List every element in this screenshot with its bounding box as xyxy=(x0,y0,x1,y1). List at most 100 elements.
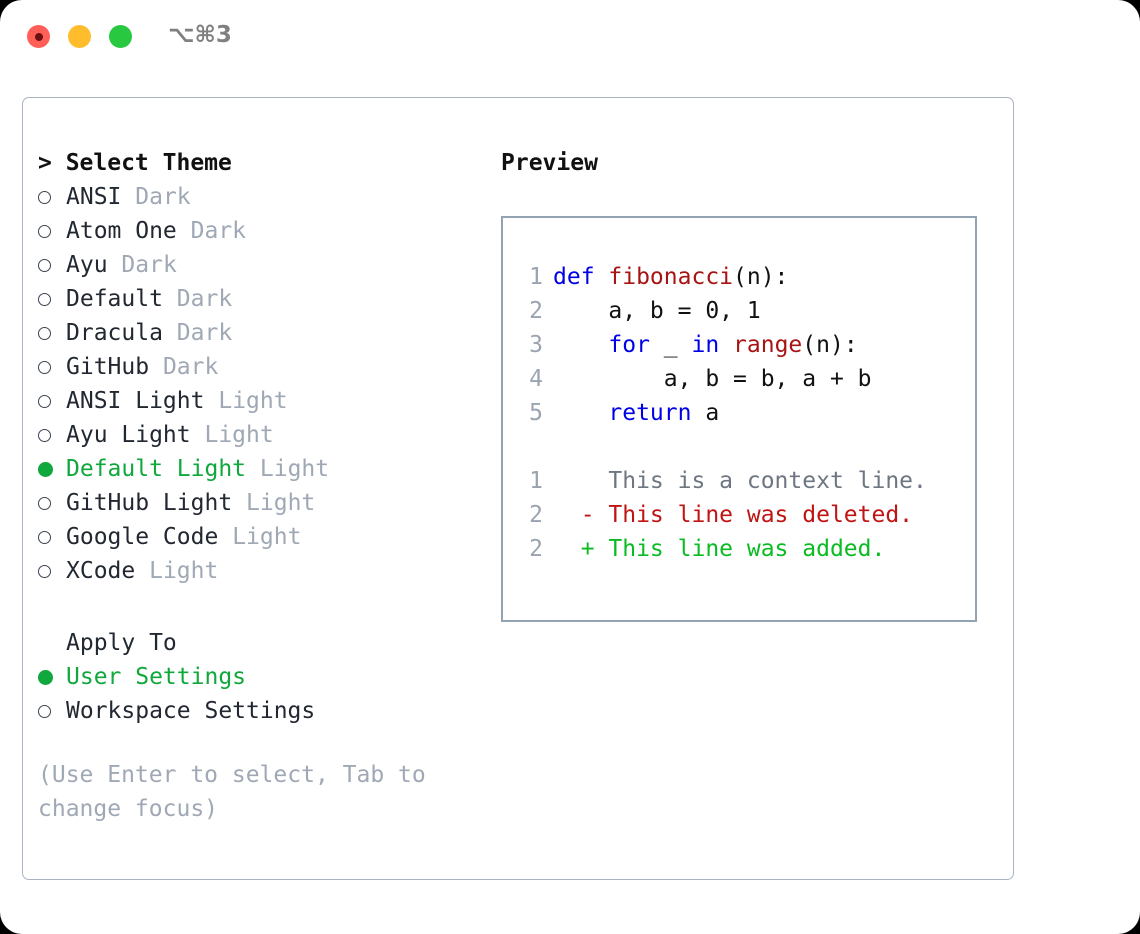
theme-option-badge: Light xyxy=(218,388,288,414)
code-token: a xyxy=(691,400,720,426)
radio-unselected-icon xyxy=(38,316,66,350)
maximize-button[interactable] xyxy=(109,25,132,48)
title-bar: ⌥⌘3 xyxy=(0,0,1140,76)
apply-to-option[interactable]: Workspace Settings xyxy=(38,694,488,728)
select-theme-header: > Select Theme xyxy=(38,150,232,176)
code-token: a, b = b, a + b xyxy=(553,366,872,392)
theme-option-badge: Dark xyxy=(190,218,247,244)
code-line: 4 a, b = b, a + b xyxy=(517,362,975,396)
radio-unselected-icon xyxy=(38,694,66,728)
radio-unselected-icon xyxy=(38,214,66,248)
theme-option-label: GitHub Light xyxy=(66,490,233,516)
theme-option[interactable]: GitHub Light Light xyxy=(38,486,488,520)
radio-dot xyxy=(38,360,51,374)
section-spacer xyxy=(38,588,488,626)
radio-dot xyxy=(38,496,51,510)
radio-dot xyxy=(38,704,51,718)
apply-to-option[interactable]: User Settings xyxy=(38,660,488,694)
radio-dot xyxy=(38,564,51,578)
line-number: 1 xyxy=(529,468,543,494)
theme-option[interactable]: Google Code Light xyxy=(38,520,488,554)
code-token xyxy=(553,400,608,426)
theme-option-label: Ayu xyxy=(66,252,108,278)
theme-option[interactable]: Default Light Light xyxy=(38,452,488,486)
theme-option[interactable]: ANSI Light Light xyxy=(38,384,488,418)
code-token xyxy=(553,332,608,358)
theme-option-label: Google Code xyxy=(66,524,219,550)
preview-title: Preview xyxy=(501,150,598,176)
apply-to-option-label: User Settings xyxy=(66,664,247,690)
code-token: (n): xyxy=(802,332,858,358)
theme-option-badge: Light xyxy=(232,524,302,550)
radio-unselected-icon xyxy=(38,384,66,418)
radio-dot xyxy=(38,190,51,204)
theme-option-badge: Dark xyxy=(121,252,177,278)
theme-option-badge: Dark xyxy=(135,184,191,210)
line-number: 1 xyxy=(529,264,543,290)
line-number: 2 xyxy=(529,502,543,528)
radio-unselected-icon xyxy=(38,350,66,384)
radio-unselected-icon xyxy=(38,554,66,588)
close-button[interactable] xyxy=(27,25,50,48)
diff-line: 1 This is a context line. xyxy=(517,464,975,498)
code-token: fibonacci xyxy=(608,264,734,290)
theme-option-label: Atom One xyxy=(66,218,177,244)
minimize-button[interactable] xyxy=(68,25,91,48)
code-token: a, b = 0, 1 xyxy=(553,298,761,324)
theme-option-badge: Light xyxy=(204,422,274,448)
theme-option-badge: Dark xyxy=(176,286,233,312)
radio-unselected-icon xyxy=(38,282,66,316)
keyboard-hint: (Use Enter to select, Tab to change focu… xyxy=(38,762,440,822)
radio-dot xyxy=(38,292,51,306)
diff-line-text: + This line was added. xyxy=(553,536,886,562)
theme-option[interactable]: Dracula Dark xyxy=(38,316,488,350)
theme-option[interactable]: GitHub Dark xyxy=(38,350,488,384)
apply-to-option-label: Workspace Settings xyxy=(66,698,316,724)
theme-option[interactable]: XCode Light xyxy=(38,554,488,588)
code-line: 3 for _ in range(n): xyxy=(517,328,975,362)
code-token: in xyxy=(691,332,734,358)
theme-option-badge: Light xyxy=(246,490,316,516)
theme-option[interactable]: Ayu Light Light xyxy=(38,418,488,452)
code-token: range xyxy=(733,332,803,358)
diff-sample: 1 This is a context line.2 - This line w… xyxy=(517,464,975,566)
code-token: _ xyxy=(649,332,692,358)
radio-dot xyxy=(38,428,51,442)
code-line: 5 return a xyxy=(517,396,975,430)
radio-unselected-icon xyxy=(38,248,66,282)
radio-dot xyxy=(38,326,51,340)
theme-option-badge: Light xyxy=(149,558,219,584)
radio-unselected-icon xyxy=(38,486,66,520)
theme-option-label: ANSI Light xyxy=(66,388,205,414)
apply-to-title: Apply To xyxy=(66,630,177,656)
code-token: def xyxy=(553,264,609,290)
radio-dot xyxy=(38,224,51,238)
theme-option[interactable]: Atom One Dark xyxy=(38,214,488,248)
theme-option[interactable]: ANSI Dark xyxy=(38,180,488,214)
radio-dot xyxy=(38,394,51,408)
radio-dot xyxy=(38,530,51,544)
keyboard-shortcut-label: ⌥⌘3 xyxy=(168,22,232,48)
theme-option[interactable]: Default Dark xyxy=(38,282,488,316)
radio-unselected-icon xyxy=(38,418,66,452)
theme-option-badge: Light xyxy=(259,456,330,482)
code-line: 2 a, b = 0, 1 xyxy=(517,294,975,328)
theme-option-label: Default Light xyxy=(66,456,247,482)
line-number: 2 xyxy=(529,298,543,324)
code-diff-spacer xyxy=(517,430,975,464)
diff-line-text: - This line was deleted. xyxy=(553,502,914,528)
radio-selected-icon xyxy=(38,452,66,486)
theme-option-label: Default xyxy=(66,286,163,312)
theme-option-label: XCode xyxy=(66,558,136,584)
diff-line: 2 - This line was deleted. xyxy=(517,498,975,532)
theme-option-label: GitHub xyxy=(66,354,150,380)
theme-option[interactable]: Ayu Dark xyxy=(38,248,488,282)
